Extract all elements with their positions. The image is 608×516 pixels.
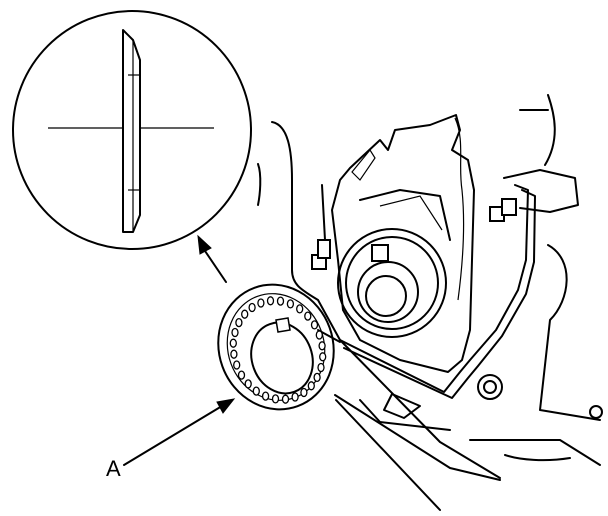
plate-hole [276, 296, 285, 306]
plate-hole [241, 309, 249, 319]
woodruff-key [371, 244, 389, 262]
plate-hole [261, 391, 270, 401]
plate-hole [271, 394, 280, 404]
callout-a-leader [123, 398, 236, 466]
timing-belt [331, 114, 475, 373]
reluctor-edge-profile [122, 29, 141, 233]
plate-hole [237, 370, 246, 380]
plate-hole [231, 327, 239, 338]
plate-hole [317, 362, 325, 373]
plate-hole [296, 304, 304, 314]
plate-hole [319, 352, 327, 362]
plate-hole [315, 330, 323, 340]
plate-hole [229, 338, 237, 348]
plate-hole [313, 372, 321, 383]
engine-block [257, 94, 603, 511]
plate-hole [310, 320, 319, 330]
plate-hole [233, 360, 241, 370]
plate-hole [304, 311, 312, 321]
detail-magnifier [12, 10, 252, 250]
mounting-bolt-right [489, 198, 517, 222]
plate-hole [257, 298, 265, 308]
mounting-bolt-left [311, 184, 331, 270]
plate-hole [318, 341, 326, 351]
plate-hole [286, 299, 295, 309]
plate-hole [244, 379, 252, 389]
plate-hole [248, 302, 256, 313]
detail-arrow [197, 234, 227, 283]
crankshaft-gear [337, 189, 451, 338]
plate-hole [300, 387, 308, 398]
plate-hole [252, 386, 260, 396]
callout-label-a: A [106, 456, 121, 481]
plate-hole [307, 381, 315, 391]
plate-hole [230, 349, 238, 359]
plate-hole [235, 317, 243, 328]
plate-hole [291, 392, 299, 402]
plate-hole [266, 296, 275, 306]
plate-hole [281, 394, 290, 404]
crank-pulse-plate [217, 283, 335, 411]
plate-holes [229, 296, 327, 404]
